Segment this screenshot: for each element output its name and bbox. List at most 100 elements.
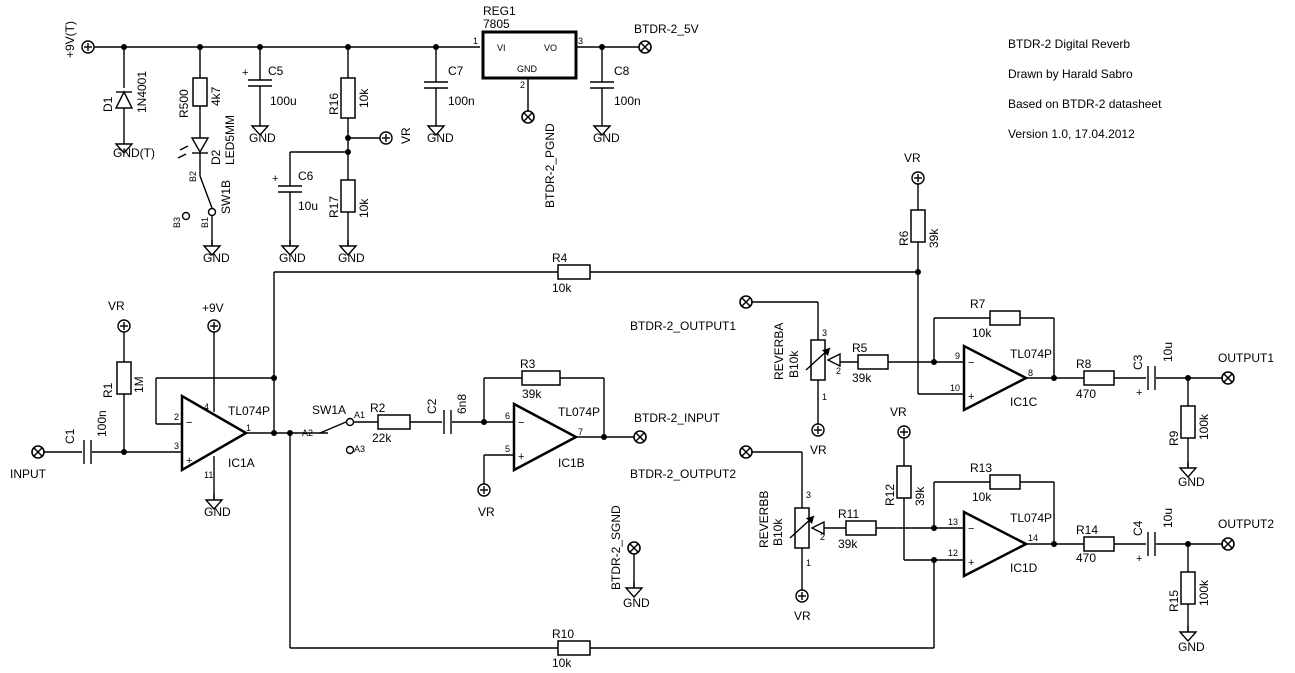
r5-value: 39k	[852, 371, 872, 385]
reverba-value: B10k	[787, 350, 801, 378]
d1-value: 1N4001	[135, 71, 149, 113]
svg-text:+: +	[272, 173, 278, 185]
r5-name: R5	[852, 341, 868, 355]
r8-value: 470	[1076, 387, 1096, 401]
c6-value: 10u	[298, 199, 318, 213]
ic1c-pin-out: 8	[1028, 368, 1033, 378]
d1-gnd-label: GND(T)	[113, 146, 155, 160]
reg1-pin2: 2	[520, 80, 525, 90]
c8-name: C8	[614, 64, 630, 78]
btdr-output1-label: BTDR-2_OUTPUT1	[630, 319, 736, 333]
r1-value: 1M	[132, 376, 146, 393]
btdr-output2-pad	[739, 445, 753, 459]
c5-value: 100u	[270, 94, 297, 108]
svg-text:−: −	[968, 357, 974, 369]
output2-stage: BTDR-2_OUTPUT2 VR REVERBB B10k 3 2 1 R11…	[630, 405, 1274, 654]
r11-value: 39k	[838, 537, 858, 551]
d1-name: D1	[101, 96, 115, 112]
svg-text:+: +	[968, 557, 974, 569]
r12-name: R12	[883, 484, 897, 506]
ic1d-type: TL074P	[1010, 511, 1052, 525]
sgnd-pad	[627, 541, 641, 555]
reverbb-pin2: 2	[820, 532, 825, 542]
reverbb-name: REVERBB	[757, 491, 771, 548]
ic1b-name: IC1B	[558, 456, 585, 470]
c2-value: 6n8	[455, 394, 469, 414]
svg-text:+: +	[968, 391, 974, 403]
title-block: BTDR-2 Digital Reverb Drawn by Harald Sa…	[1008, 37, 1162, 141]
output2-label: OUTPUT2	[1218, 517, 1274, 531]
ic1a-pin-noninv: 3	[174, 441, 179, 451]
based-on-text: Based on BTDR-2 datasheet	[1008, 97, 1162, 111]
reg1-pin-gnd: GND	[517, 64, 538, 74]
c4-name: C4	[1131, 520, 1145, 536]
svg-text:+: +	[518, 451, 524, 463]
sw1b-pin-b2: B2	[188, 171, 198, 182]
output2-pad	[1221, 537, 1235, 551]
r2-value: 22k	[372, 431, 392, 445]
btdr-output2-label: BTDR-2_OUTPUT2	[630, 467, 736, 481]
r4-value: 10k	[552, 281, 572, 295]
c8-value: 100n	[614, 94, 641, 108]
gnd-c6: GND	[279, 251, 306, 265]
diode-d1: D1 1N4001 GND(T)	[101, 47, 155, 160]
ic1d-pin-inv: 13	[948, 517, 958, 527]
sw1a-name: SW1A	[312, 403, 346, 417]
ic1c-pin-noninv: 10	[950, 383, 960, 393]
vin-terminal	[81, 40, 95, 54]
d2-name: D2	[209, 149, 223, 165]
gnd-r17: GND	[338, 251, 365, 265]
r11-name: R11	[838, 507, 859, 521]
r15-value: 100k	[1197, 579, 1211, 606]
reg1-value: 7805	[483, 17, 510, 31]
ic1a-pin-inv: 2	[174, 412, 179, 422]
vr-label-divider: VR	[399, 127, 413, 144]
btdr-input-label: BTDR-2_INPUT	[634, 411, 721, 425]
reg1-name: REG1	[483, 4, 516, 18]
r6-name: R6	[897, 230, 911, 246]
r16-name: R16	[327, 93, 341, 115]
svg-text:+: +	[186, 455, 192, 467]
opamp-ic1b: R3 39k − + VR BTDR-2_INPUT 6 5 7 TL074P …	[477, 357, 721, 519]
d2-value: LED5MM	[223, 115, 237, 165]
v9-label: +9V	[202, 301, 224, 315]
c5-name: C5	[268, 64, 284, 78]
led-indicator: R500 4k7 D2 LED5MM B2 B1 B3 SW1B GND	[172, 47, 237, 265]
c1-name: C1	[63, 428, 77, 444]
pgnd-pad	[521, 110, 535, 124]
ic1d-pin-out: 14	[1028, 533, 1038, 543]
r3-name: R3	[520, 357, 536, 371]
capacitor-c5: + C5 100u GND	[242, 47, 297, 145]
r16-value: 10k	[357, 88, 371, 108]
c3-value: 10u	[1161, 342, 1175, 362]
reg1-pin1: 1	[473, 36, 478, 46]
c2-name: C2	[425, 398, 439, 414]
sw1a-pin-a1: A1	[354, 410, 365, 420]
r10-name: R10	[552, 627, 574, 641]
output1-stage: BTDR-2_OUTPUT1 VR REVERBA B10k 3 2 1 R5 …	[630, 151, 1274, 489]
vr-label-r1: VR	[108, 299, 125, 313]
reverbb-value: B10k	[771, 518, 785, 546]
output1-pad	[1221, 371, 1235, 385]
version-text: Version 1.0, 17.04.2012	[1008, 127, 1135, 141]
c6-name: C6	[298, 169, 314, 183]
c7-name: C7	[448, 64, 464, 78]
capacitor-c8: C8 100n GND	[590, 44, 641, 145]
sgnd-label: BTDR-2_SGND	[609, 505, 623, 590]
reverba-pin1: 1	[822, 392, 827, 402]
r6-value: 39k	[927, 228, 941, 248]
r4-name: R4	[552, 251, 568, 265]
vr-label-ic1b: VR	[478, 505, 495, 519]
sw1b-pin-b1: B1	[200, 217, 210, 228]
ic1c-name: IC1C	[1010, 395, 1038, 409]
reg1-pin3: 3	[578, 36, 583, 46]
out5v-pad	[638, 40, 652, 54]
input-label: INPUT	[10, 467, 47, 481]
r8-name: R8	[1076, 357, 1092, 371]
r9-value: 100k	[1197, 413, 1211, 440]
ic1a-name: IC1A	[228, 456, 255, 470]
c7-value: 100n	[448, 94, 475, 108]
vin-label: +9V(T)	[63, 21, 77, 58]
capacitor-c7: C7 100n GND	[424, 47, 475, 145]
gnd-r15: GND	[1178, 640, 1205, 654]
